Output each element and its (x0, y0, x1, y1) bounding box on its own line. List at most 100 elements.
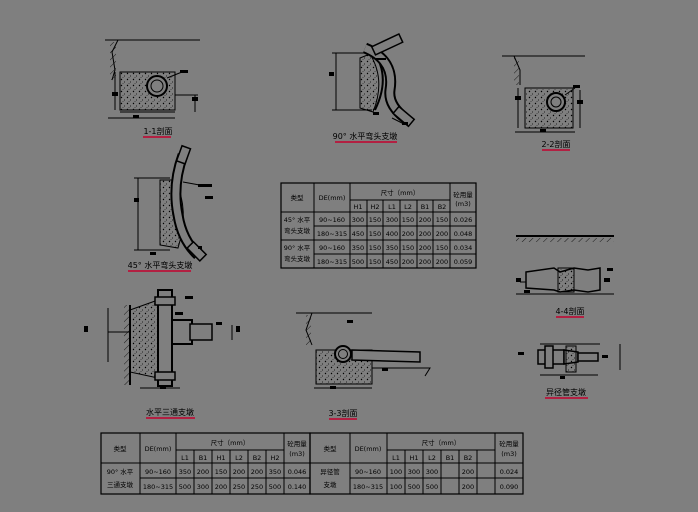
tee-90-title: 水平三通支墩 (146, 407, 194, 417)
table-type-cell: 支墩 (324, 480, 338, 489)
table-cell: 180~315 (353, 483, 383, 491)
table-subheader: B2 (253, 454, 262, 462)
table-cell: 150 (369, 216, 381, 224)
table-cell: 200 (436, 230, 448, 238)
section-2-2-title: 2-2剖面 (541, 139, 570, 149)
table-header: 砼用量 (287, 439, 307, 448)
tee-90-view (84, 289, 240, 389)
section-4-4-title: 4-4剖面 (555, 306, 584, 316)
section-2-2-view (502, 55, 585, 133)
table-cell: 0.140 (288, 483, 307, 491)
table-cell: 300 (408, 468, 420, 476)
table-subheader: L2 (235, 454, 243, 462)
bend-45-view (134, 144, 213, 262)
table-header: 类型 (324, 444, 338, 453)
table-cell: 350 (179, 468, 191, 476)
table-cell: 90~160 (319, 216, 345, 224)
table-header: (m3) (289, 450, 305, 458)
table-cell: 500 (269, 483, 281, 491)
section-4-4-view (516, 235, 614, 295)
table-subheader: L1 (388, 203, 396, 211)
table-cell: 200 (251, 468, 263, 476)
table-cell: 200 (419, 258, 431, 266)
table-cell: 200 (419, 244, 431, 252)
table-subheader: H2 (370, 203, 379, 211)
table-header: 尺寸（mm） (211, 438, 250, 447)
table-cell: 150 (369, 244, 381, 252)
table-cell: 90~160 (355, 468, 381, 476)
table-cell: 300 (386, 216, 398, 224)
table-cell: 300 (352, 216, 364, 224)
bend-90-title: 90° 水平弯头支墩 (333, 131, 398, 141)
bend-45-title: 45° 水平弯头支墩 (128, 260, 193, 270)
table-cell: 500 (352, 258, 364, 266)
table-cell: 150 (402, 216, 414, 224)
table-cell: 300 (197, 483, 209, 491)
table-cell: 400 (386, 230, 398, 238)
table-subheader: B1 (421, 203, 430, 211)
table-cell: 200 (402, 230, 414, 238)
table-cell: 200 (233, 468, 245, 476)
table-subheader: B1 (199, 454, 208, 462)
table-type-cell: 弯头支墩 (284, 226, 311, 235)
section-1-1-title: 1-1剖面 (143, 126, 172, 136)
table-type-cell: 45° 水平 (284, 215, 311, 224)
table-cell: 150 (369, 258, 381, 266)
table-subheader: B1 (446, 454, 455, 462)
table-type-cell: 90° 水平 (284, 243, 311, 252)
table-cell: 450 (352, 230, 364, 238)
section-3-3-title: 3-3剖面 (328, 408, 357, 418)
table-cell: 0.024 (500, 468, 519, 476)
table-header: 尺寸（mm） (422, 438, 461, 447)
table-cell: 90~160 (145, 468, 171, 476)
table-cell: 200 (436, 258, 448, 266)
table-cell: 90~160 (319, 244, 345, 252)
table-type-cell: 90° 水平 (107, 467, 134, 476)
table-header: 类型 (114, 444, 128, 453)
table-subheader: L1 (392, 454, 400, 462)
reducer-view (518, 343, 621, 379)
table-type-cell: 弯头支墩 (284, 254, 311, 263)
table-cell: 150 (369, 230, 381, 238)
table-header: 类型 (291, 193, 305, 202)
table-cell: 350 (352, 244, 364, 252)
table-cell: 250 (251, 483, 263, 491)
table-cell: 150 (436, 244, 448, 252)
table-cell: 350 (269, 468, 281, 476)
table-subheader: H1 (216, 454, 225, 462)
table-header: DE(mm) (319, 194, 346, 202)
table-header: DE(mm) (145, 445, 172, 453)
table-cell: 150 (215, 468, 227, 476)
table-cell: 180~315 (143, 483, 173, 491)
table-cell: 500 (426, 483, 438, 491)
table-cell: 0.048 (454, 230, 473, 238)
table-reducer (309, 432, 524, 495)
table-cell: 0.026 (454, 216, 473, 224)
table-header: 砼用量 (453, 190, 473, 199)
table-cell: 200 (402, 258, 414, 266)
table-cell: 100 (390, 483, 402, 491)
table-cell: 350 (386, 244, 398, 252)
table-cell: 180~315 (317, 230, 347, 238)
table-subheader: L2 (428, 454, 436, 462)
table-cell: 180~315 (317, 258, 347, 266)
table-cell: 250 (233, 483, 245, 491)
table-cell: 150 (402, 244, 414, 252)
section-1-1-view (105, 39, 200, 119)
table-cell: 200 (419, 216, 431, 224)
table-cell: 200 (419, 230, 431, 238)
table-cell: 150 (436, 216, 448, 224)
table-header: 砼用量 (499, 439, 519, 448)
table-subheader: B2 (438, 203, 447, 211)
table-subheader: H1 (409, 454, 418, 462)
table-subheader: H1 (353, 203, 362, 211)
bend-90-view (329, 33, 416, 128)
table-header: DE(mm) (355, 445, 382, 453)
table-cell: 200 (215, 483, 227, 491)
table-subheader: L1 (181, 454, 189, 462)
table-tee (100, 432, 311, 495)
table-cell: 0.034 (454, 244, 473, 252)
table-cell: 500 (408, 483, 420, 491)
